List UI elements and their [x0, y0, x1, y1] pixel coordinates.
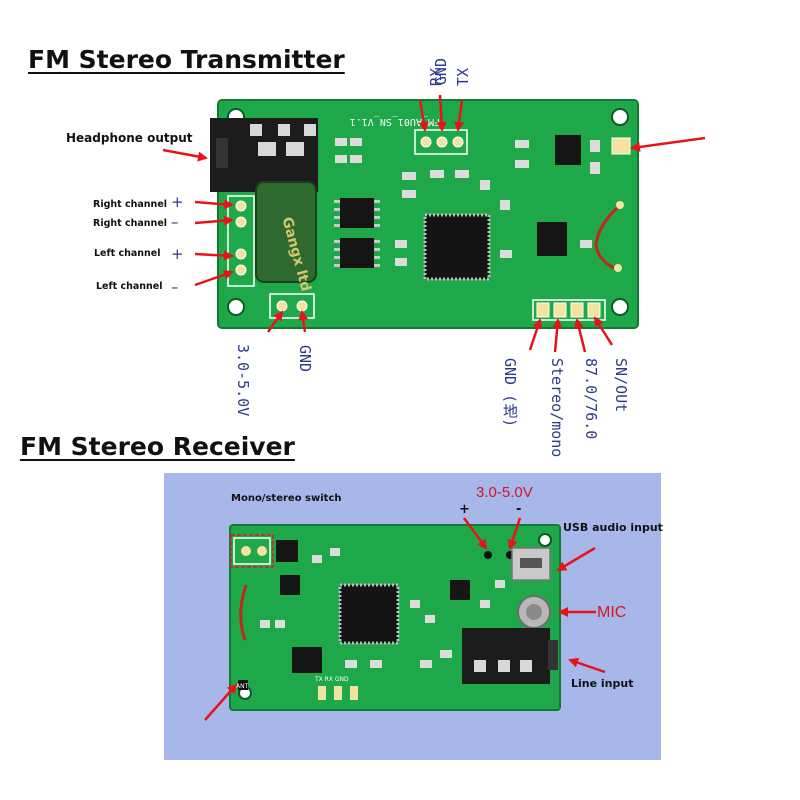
amp-chip — [340, 238, 374, 268]
mount-hole — [227, 108, 245, 126]
receiver-pins-silk-label: TX RX GND — [315, 676, 349, 683]
transmitter-pcb — [218, 100, 638, 328]
receiver-voltage-label: 3.0-5.0V — [476, 484, 533, 501]
receiver-photo-panel — [164, 473, 661, 760]
arrow-freq — [574, 318, 587, 353]
mount-hole — [227, 298, 245, 316]
stereo-mono-pin-label: Stereo/mono — [548, 358, 566, 458]
mount-hole — [611, 298, 629, 316]
arrow-gnd-top — [436, 94, 447, 132]
capacitor-text: Gangx ltd — [279, 215, 314, 293]
amp-chip — [340, 198, 374, 228]
silk-label: FM_AU01_SN_V1.1 — [350, 116, 440, 127]
left-minus-sign: – — [171, 278, 179, 296]
gnd-pin-label-bottom: GND (地) — [501, 358, 519, 428]
arrow-tx — [454, 99, 465, 132]
arrow-right-minus — [194, 215, 234, 226]
left-channel-minus-label: Left channel — [96, 281, 163, 292]
mount-hole — [611, 108, 629, 126]
right-plus-sign: + — [171, 193, 184, 211]
receiver-title: FM Stereo Receiver — [20, 432, 295, 461]
tx-pin-label: TX — [454, 68, 472, 87]
arrow-left-minus — [194, 269, 234, 287]
headphone-jack — [210, 118, 318, 192]
headphone-output-label: Headphone output — [66, 131, 193, 145]
line-input-label: Line input — [571, 677, 634, 690]
gnd-pin-label-power: GND — [296, 345, 314, 373]
arrow-antenna — [630, 136, 706, 152]
gnd-pin-label-top: GND — [432, 58, 450, 86]
mic-label: MIC — [597, 604, 627, 621]
right-channel-minus-label: Right channel — [93, 218, 168, 229]
arrow-gnd-bottom — [528, 318, 543, 351]
arrow-stereo — [552, 318, 563, 353]
receiver-plus-label: + — [459, 502, 470, 517]
voltage-pin-label: 3.0-5.0V — [234, 344, 252, 417]
arrow-right-plus — [194, 199, 234, 210]
arrow-left-plus — [194, 250, 234, 261]
main-mcu-chip — [423, 213, 491, 281]
receiver-minus-label: - — [516, 502, 522, 517]
right-channel-plus-label: Right channel — [93, 199, 168, 210]
ant-silk-label: ANT — [236, 683, 249, 690]
arrow-power-gnd — [298, 310, 309, 333]
transmitter-title: FM Stereo Transmitter — [28, 45, 345, 74]
sn-out-pin-label: SN/OUt — [612, 358, 630, 413]
capacitor — [256, 182, 316, 282]
left-plus-sign: + — [171, 245, 184, 263]
arrow-rx — [418, 99, 429, 132]
left-channel-plus-label: Left channel — [94, 248, 161, 259]
usb-audio-input-label: USB audio input — [563, 521, 663, 534]
arrow-sn — [593, 316, 614, 346]
frequency-pin-label: 87.0/76.0 — [582, 358, 600, 440]
mono-stereo-switch-label: Mono/stereo switch — [231, 493, 342, 504]
right-minus-sign: – — [171, 213, 179, 231]
arrow-power-v — [266, 310, 284, 333]
arrow-headphone — [162, 148, 208, 162]
